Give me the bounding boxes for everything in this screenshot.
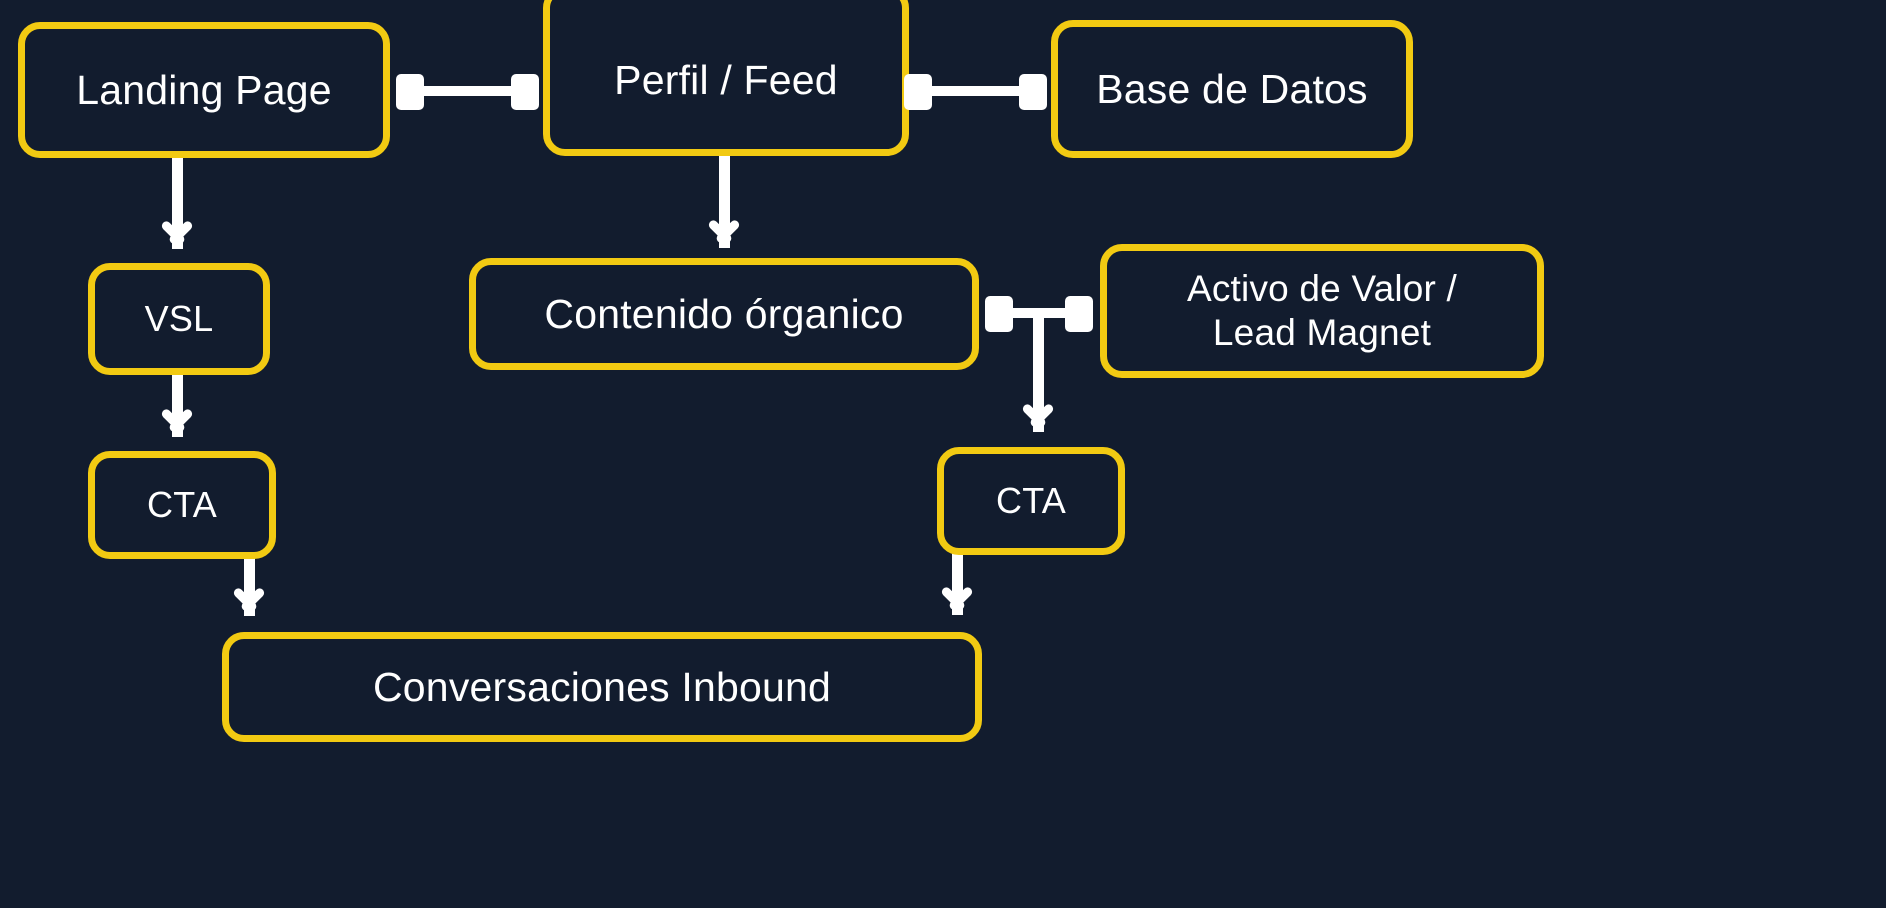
connector-landing-page-to-perfil-feed xyxy=(418,86,516,96)
node-cta-left-label: CTA xyxy=(147,483,217,525)
connector-nub-perfil-feed-left xyxy=(511,74,539,110)
node-contenido-organico-label: Contenido órganico xyxy=(544,290,904,337)
arrow-line-perfil-feed-to-contenido-organico xyxy=(719,153,730,248)
connector-nub-base-de-datos-left xyxy=(1019,74,1047,110)
node-contenido-organico[interactable]: Contenido órganico xyxy=(469,258,979,370)
node-cta-right-label: CTA xyxy=(996,479,1066,521)
node-base-de-datos[interactable]: Base de Datos xyxy=(1051,20,1413,158)
arrow-line-activo-de-valor-to-cta-right xyxy=(1033,312,1044,432)
node-conversaciones-inbound[interactable]: Conversaciones Inbound xyxy=(222,632,982,742)
node-conversaciones-inbound-label: Conversaciones Inbound xyxy=(373,663,831,710)
connector-nub-landing-page-right xyxy=(396,74,424,110)
node-landing-page[interactable]: Landing Page xyxy=(18,22,390,158)
node-perfil-feed-label: Perfil / Feed xyxy=(614,56,838,103)
connector-nub-contenido-organico-right xyxy=(985,296,1013,332)
arrow-line-cta-left-to-conversaciones xyxy=(244,556,255,616)
arrow-line-landing-page-to-vsl xyxy=(172,155,183,249)
node-activo-de-valor[interactable]: Activo de Valor / Lead Magnet xyxy=(1100,244,1544,378)
node-cta-right[interactable]: CTA xyxy=(937,447,1125,555)
node-activo-de-valor-label: Activo de Valor / Lead Magnet xyxy=(1186,268,1458,353)
connector-nub-activo-de-valor-left xyxy=(1065,296,1093,332)
node-vsl[interactable]: VSL xyxy=(88,263,270,375)
connector-perfil-feed-to-base-de-datos xyxy=(926,86,1024,96)
connector-nub-perfil-feed-right xyxy=(904,74,932,110)
node-cta-left[interactable]: CTA xyxy=(88,451,276,559)
node-base-de-datos-label: Base de Datos xyxy=(1096,65,1368,112)
node-vsl-label: VSL xyxy=(144,297,214,339)
node-landing-page-label: Landing Page xyxy=(76,66,332,113)
arrow-line-cta-right-to-conversaciones xyxy=(952,553,963,615)
node-perfil-feed[interactable]: Perfil / Feed xyxy=(543,0,909,156)
arrow-line-vsl-to-cta-left xyxy=(172,372,183,437)
